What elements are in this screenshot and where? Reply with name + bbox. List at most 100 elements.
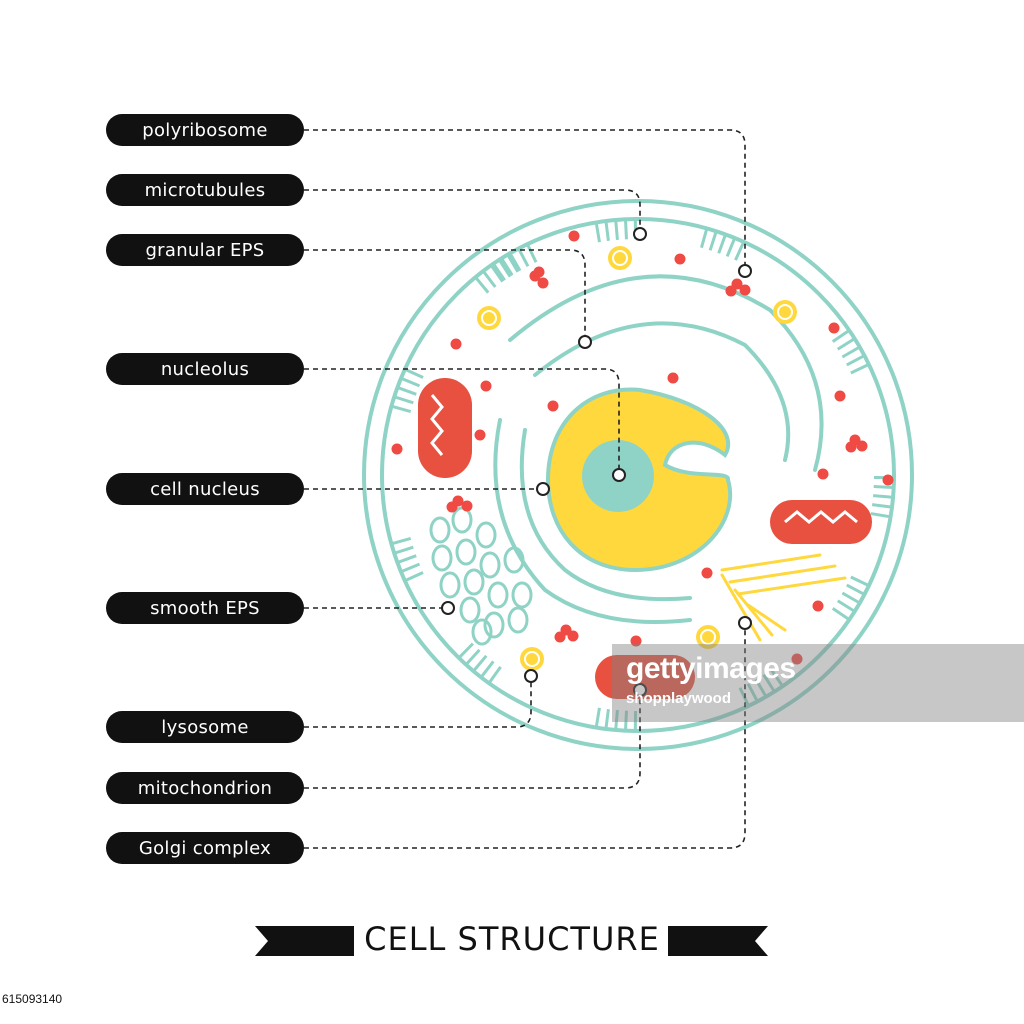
smooth-eps-vesicle — [455, 538, 477, 566]
membrane-tick — [391, 404, 412, 413]
membrane-tick — [770, 668, 784, 688]
membrane-tick — [391, 537, 412, 546]
membrane-tick — [846, 354, 866, 367]
smooth-eps-vesicle — [475, 521, 497, 549]
ribosome-dot — [461, 500, 473, 512]
ribosome-dot — [828, 322, 840, 334]
ribosome-dot — [547, 400, 559, 412]
label-text: Golgi complex — [138, 837, 272, 859]
smooth-eps-vesicle — [471, 618, 493, 646]
label-cell-nucleus: cell nucleus — [106, 473, 304, 505]
membrane-tick — [474, 276, 490, 294]
smooth-eps-vesicle — [463, 568, 485, 596]
mitochondrion-shape — [418, 378, 472, 478]
leader-line — [304, 690, 641, 789]
cell-membrane-outer — [362, 199, 914, 751]
watermark: gettyimages shopplaywood — [612, 644, 1024, 722]
membrane-tick — [746, 683, 759, 703]
ribosome-dot — [554, 631, 566, 643]
membrane-tick — [492, 262, 506, 282]
membrane-tick — [526, 243, 538, 263]
lysosome-ring — [481, 310, 497, 326]
lysosome-shape — [477, 306, 501, 330]
leader-endpoint — [738, 264, 752, 278]
membrane-tick — [594, 222, 601, 243]
ribosome-dot — [537, 277, 549, 289]
smooth-eps-shape — [429, 506, 533, 646]
smooth-eps-vesicle — [511, 581, 533, 609]
membrane-tick — [404, 367, 424, 379]
membrane-tick — [870, 512, 891, 519]
label-text: nucleolus — [160, 358, 250, 380]
label-text: microtubules — [144, 179, 266, 201]
ribosome-dot — [812, 600, 824, 612]
label-text: polyribosome — [142, 119, 268, 141]
label-text: mitochondrion — [137, 777, 273, 799]
label-microtubules: microtubules — [106, 174, 304, 206]
ribosome-dot — [817, 468, 829, 480]
ribosome-dot — [630, 635, 642, 647]
ribosome-dot — [791, 653, 803, 665]
membrane-tick — [396, 386, 417, 396]
membrane-tick — [623, 710, 628, 731]
membrane-tick — [400, 562, 421, 574]
lysosome-ring — [777, 304, 793, 320]
membrane-tick — [873, 485, 894, 490]
lysosome-shape — [608, 246, 632, 270]
label-text: granular EPS — [145, 239, 265, 261]
leader-line — [304, 368, 620, 475]
membrane-tick — [404, 571, 424, 583]
ribosome-dot — [845, 441, 857, 453]
membrane-tick — [479, 660, 495, 679]
membrane-tick — [393, 395, 414, 405]
ribosome-dot — [856, 440, 868, 452]
membrane-tick — [725, 237, 737, 258]
label-granular-eps: granular EPS — [106, 234, 304, 266]
membrane-tick — [487, 666, 502, 685]
label-golgi-complex: Golgi complex — [106, 832, 304, 864]
membrane-tick — [393, 545, 414, 555]
title-row: CELL STRUCTURE — [0, 916, 1024, 966]
smooth-eps-vesicle — [487, 581, 509, 609]
smooth-eps-vesicle — [503, 546, 525, 574]
membrane-tick — [500, 257, 514, 277]
ribosome-dot — [533, 266, 545, 278]
ribosome-dot — [446, 501, 458, 513]
membrane-tick — [708, 230, 718, 251]
membrane-tick — [594, 707, 601, 728]
leader-line — [304, 249, 586, 342]
ribosome-dot — [674, 253, 686, 265]
membrane-tick — [831, 607, 851, 621]
membrane-tick — [604, 220, 610, 242]
label-mitochondrion: mitochondrion — [106, 772, 304, 804]
leader-line — [304, 189, 641, 234]
mitochondrion-shape — [770, 500, 872, 544]
leader-endpoint — [633, 683, 647, 697]
leader-line — [304, 623, 746, 849]
leader-endpoint — [441, 601, 455, 615]
membrane-tick — [472, 654, 488, 673]
membrane-tick — [754, 678, 768, 698]
label-text: lysosome — [161, 716, 249, 738]
membrane-tick — [604, 708, 610, 730]
watermark-credit: shopplaywood — [626, 690, 731, 707]
leader-endpoint — [633, 227, 647, 241]
smooth-eps-vesicle — [479, 551, 501, 579]
membrane-tick — [841, 591, 861, 605]
membrane-tick — [850, 575, 870, 587]
membrane-tick — [846, 583, 866, 596]
leader-endpoint — [612, 468, 626, 482]
title-ribbon-left — [255, 926, 354, 956]
membrane-tick — [400, 376, 421, 388]
lysosome-ring — [700, 629, 716, 645]
ribosome-dot — [567, 630, 579, 642]
smooth-eps-vesicle — [483, 611, 505, 639]
label-text: smooth EPS — [150, 597, 260, 619]
lysosome-shape — [696, 625, 720, 649]
label-polyribosome: polyribosome — [106, 114, 304, 146]
membrane-tick — [700, 228, 709, 249]
membrane-tick — [614, 709, 619, 731]
ribosome-dot — [725, 285, 737, 297]
ribosome-dot — [739, 284, 751, 296]
